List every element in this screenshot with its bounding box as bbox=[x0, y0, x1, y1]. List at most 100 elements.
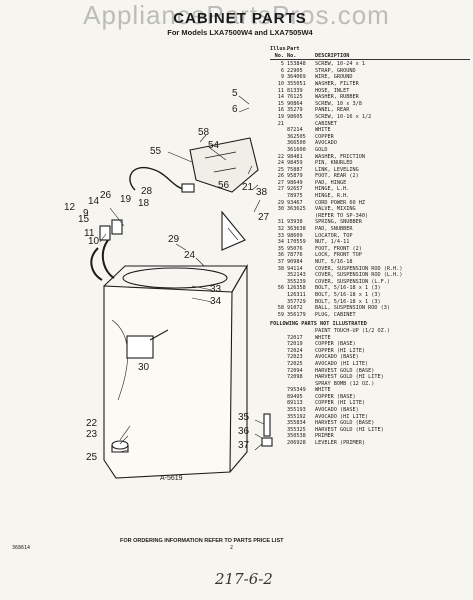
callout-15: 15 bbox=[78, 214, 90, 225]
exploded-parts-diagram: 5 6 58 54 55 56 21 38 26 12 14 19 18 28 … bbox=[64, 88, 273, 482]
part-illus-no bbox=[270, 147, 287, 154]
part-number: 89113 bbox=[287, 400, 303, 407]
inlet-hoses bbox=[90, 239, 115, 281]
part-description: WASHER, FILTER bbox=[315, 80, 359, 87]
callout-30: 30 bbox=[138, 362, 150, 373]
callout-54: 54 bbox=[208, 140, 220, 151]
part-number: 355193 bbox=[287, 407, 306, 414]
part-number: 76125 bbox=[287, 94, 303, 101]
part-number: 95879 bbox=[287, 173, 303, 180]
part-description: COPPER (BASE) bbox=[315, 393, 356, 400]
part-illus-no: 29 bbox=[277, 199, 284, 206]
diagram-code: A-5619 bbox=[160, 475, 183, 482]
unillustrated-part-row: SPRAY BOMB (12 OZ.) bbox=[270, 381, 470, 388]
part-illus-no bbox=[270, 134, 287, 141]
part-number: 78975 bbox=[287, 193, 303, 200]
part-number: 795349 bbox=[287, 387, 306, 394]
power-cord bbox=[129, 166, 187, 191]
row-indent bbox=[270, 407, 287, 414]
callout-24: 24 bbox=[184, 250, 196, 261]
part-number: 356179 bbox=[287, 311, 306, 318]
cabinet-body bbox=[103, 285, 233, 479]
part-description: SPRING, SNUBBER bbox=[315, 219, 362, 226]
part-description: HINGE, L.H. bbox=[315, 186, 350, 193]
part-illus-no: 37 bbox=[277, 259, 284, 265]
part-illus-no: 10 bbox=[277, 80, 284, 87]
part-illus-no bbox=[270, 127, 287, 134]
part-number: 355051 bbox=[287, 80, 306, 87]
part-number: 75887 bbox=[287, 166, 303, 173]
part-description: VALVE, MIXING bbox=[315, 206, 356, 213]
part-number: 92657 bbox=[287, 186, 303, 193]
part-illus-no: 14 bbox=[277, 94, 284, 101]
part-illus-no: 56 bbox=[277, 285, 284, 292]
part-description: SCREW, 10-24 x 1 bbox=[315, 61, 365, 68]
part-description: WIRE, GROUND bbox=[315, 74, 353, 81]
callout-21: 21 bbox=[242, 182, 254, 193]
callout-23: 23 bbox=[86, 429, 98, 440]
callout-14: 14 bbox=[88, 196, 100, 207]
part-number: 72024 bbox=[287, 347, 303, 354]
part-number: 362505 bbox=[287, 133, 306, 140]
part-description: PAINT TOUCH-UP (1/2 OZ.) bbox=[315, 327, 390, 334]
part-description: SPRAY BOMB (12 OZ.) bbox=[315, 380, 375, 387]
part-number: 206928 bbox=[287, 440, 306, 447]
part-description: HINGE, R.H. bbox=[315, 193, 350, 200]
part-number: 98649 bbox=[287, 179, 303, 186]
row-indent bbox=[270, 440, 287, 447]
callout-56: 56 bbox=[218, 180, 230, 191]
part-illus-no bbox=[270, 292, 287, 299]
callout-6: 6 bbox=[232, 104, 238, 115]
callout-19: 19 bbox=[120, 194, 132, 205]
part-description: AVOCADO (HI LITE) bbox=[315, 413, 369, 420]
not-illustrated-heading: FOLLOWING PARTS NOT ILLUSTRATED bbox=[270, 321, 367, 328]
part-number: 93467 bbox=[287, 199, 303, 206]
part-description: LOCATOR, TOP bbox=[315, 232, 353, 239]
part-description: COPPER bbox=[315, 133, 334, 140]
part-illus-no bbox=[270, 299, 287, 306]
part-number bbox=[287, 121, 315, 128]
callout-10: 10 bbox=[88, 236, 100, 247]
part-number: 98609 bbox=[287, 232, 303, 239]
part-row: (REFER TO SP-340) bbox=[270, 213, 470, 220]
part-number: 98481 bbox=[287, 153, 303, 160]
callout-11: 11 bbox=[84, 228, 95, 239]
part-description: WHITE bbox=[315, 387, 331, 394]
unillustrated-part-row: 795349 WHITE bbox=[270, 387, 470, 394]
part-number: 22905 bbox=[287, 67, 303, 74]
row-indent bbox=[270, 420, 287, 427]
part-number: 364069 bbox=[287, 74, 306, 81]
row-indent bbox=[270, 400, 287, 407]
part-illus-no bbox=[270, 193, 287, 200]
callout-25: 25 bbox=[86, 452, 98, 463]
part-description: GOLD bbox=[315, 146, 328, 153]
part-number: 363625 bbox=[287, 206, 306, 213]
part-number: 94114 bbox=[287, 265, 303, 272]
rear-bracket bbox=[189, 137, 259, 193]
col-no2-label: No. bbox=[287, 52, 297, 59]
row-indent bbox=[270, 354, 287, 361]
part-description: PANEL, REAR bbox=[315, 107, 350, 114]
part-description: PLUG, CABINET bbox=[315, 311, 356, 318]
